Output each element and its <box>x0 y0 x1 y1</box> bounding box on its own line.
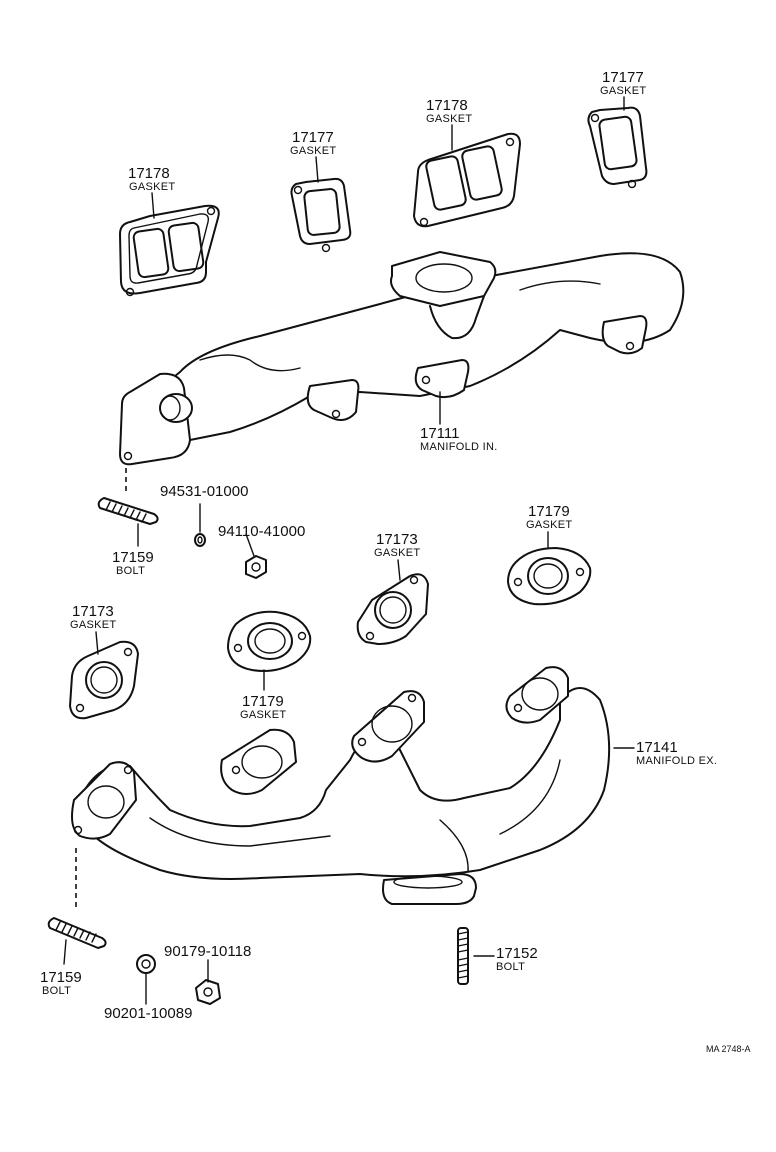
gasket-17173-mid[interactable] <box>356 573 429 645</box>
label-90201: 90201-10089 <box>104 1005 192 1022</box>
label-17152-caption: BOLT <box>496 961 525 973</box>
label-17111-caption: MANIFOLD IN. <box>420 441 498 453</box>
gasket-17177-right[interactable] <box>587 106 648 189</box>
label-17177-right-caption: GASKET <box>600 85 646 97</box>
reference-code: MA 2748-A <box>706 1044 751 1054</box>
nut-90179[interactable] <box>195 979 221 1005</box>
leader-17159-bottom <box>63 939 67 965</box>
label-90179: 90179-10118 <box>164 943 251 960</box>
label-17173-left-number: 17173 <box>72 603 114 620</box>
label-17111-number: 17111 <box>420 425 460 442</box>
stud-bolt-17159-bottom[interactable] <box>47 917 107 949</box>
label-17179-mid-number: 17179 <box>242 693 284 710</box>
stud-bolt-17159-top[interactable] <box>97 497 159 525</box>
label-17178-left-caption: GASKET <box>129 181 175 193</box>
label-17159-top-number: 17159 <box>112 549 154 566</box>
washer-90201[interactable] <box>136 954 156 974</box>
label-17141-caption: MANIFOLD EX. <box>636 755 717 767</box>
label-17177-left-caption: GASKET <box>290 145 336 157</box>
lock-washer-94531[interactable] <box>194 533 206 547</box>
label-17152-number: 17152 <box>496 945 538 962</box>
gasket-17179-right[interactable] <box>507 547 592 606</box>
leader-94110 <box>245 533 255 557</box>
exhaust-manifold[interactable] <box>71 666 611 905</box>
label-17159-bottom-caption: BOLT <box>42 985 71 997</box>
label-17179-right-caption: GASKET <box>526 519 572 531</box>
label-17173-mid-caption: GASKET <box>374 547 420 559</box>
label-17173-mid-number: 17173 <box>376 531 418 548</box>
label-17173-left-caption: GASKET <box>70 619 116 631</box>
gasket-17178-left[interactable] <box>119 204 220 297</box>
leader-17178-left <box>151 192 155 219</box>
gasket-17178-right[interactable] <box>413 132 521 228</box>
label-17177-left-number: 17177 <box>292 129 334 146</box>
label-17177-right-number: 17177 <box>602 69 644 86</box>
label-17179-mid-caption: GASKET <box>240 709 286 721</box>
label-17178-right-caption: GASKET <box>426 113 472 125</box>
intake-manifold[interactable] <box>119 251 685 466</box>
label-17178-left-number: 17178 <box>128 165 170 182</box>
label-17178-right-number: 17178 <box>426 97 468 114</box>
gasket-17177-left[interactable] <box>290 177 352 253</box>
leader-17173-left <box>95 631 99 655</box>
leader-17173-mid <box>397 559 401 581</box>
leader-17177-left <box>315 156 319 183</box>
label-17179-right-number: 17179 <box>528 503 570 520</box>
label-94110: 94110-41000 <box>218 523 305 540</box>
label-17141-number: 17141 <box>636 739 678 756</box>
label-17159-bottom-number: 17159 <box>40 969 82 986</box>
stud-bolt-17152[interactable] <box>457 927 469 985</box>
label-17159-top-caption: BOLT <box>116 565 145 577</box>
label-94531: 94531-01000 <box>160 483 248 500</box>
gasket-17179-mid[interactable] <box>227 610 312 672</box>
gasket-17173-left[interactable] <box>69 640 139 720</box>
nut-94110[interactable] <box>245 555 267 579</box>
